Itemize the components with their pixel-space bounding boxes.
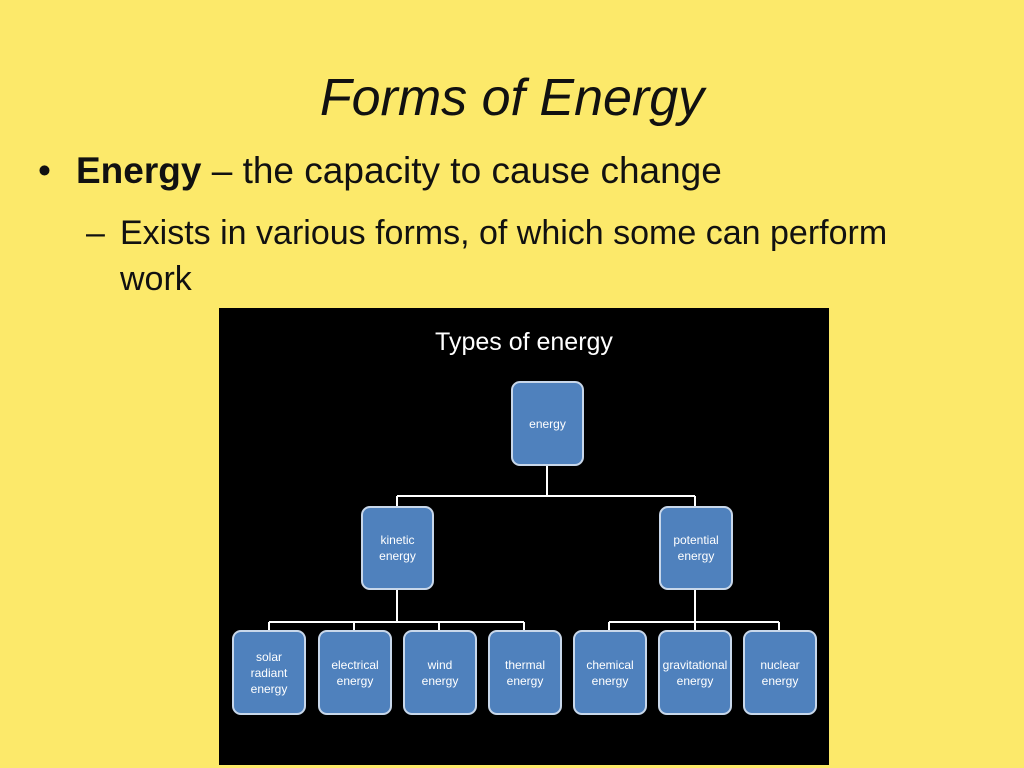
node-chemical-energy: chemical energy	[573, 630, 647, 715]
sub-bullet: – Exists in various forms, of which some…	[86, 210, 966, 302]
diagram-title: Types of energy	[435, 328, 613, 356]
node-electrical-energy: electrical energy	[318, 630, 392, 715]
bullet-definition: – the capacity to cause change	[201, 150, 722, 191]
bullet-term: Energy	[76, 150, 202, 191]
bullet-dot: •	[38, 150, 51, 191]
bullet-energy-definition: • Energy – the capacity to cause change	[38, 148, 722, 194]
node-nuclear-energy: nuclear energy	[743, 630, 817, 715]
node-gravitational-energy: gravitational energy	[658, 630, 732, 715]
node-thermal-energy: thermal energy	[488, 630, 562, 715]
connector-lines	[268, 465, 780, 631]
slide-title: Forms of Energy	[319, 69, 705, 127]
sub-bullet-dash: –	[86, 214, 105, 252]
node-energy: energy	[511, 381, 584, 466]
sub-bullet-text: Exists in various forms, of which some c…	[120, 214, 888, 298]
node-solar-radiant-energy: solar radiant energy	[232, 630, 306, 715]
node-wind-energy: wind energy	[403, 630, 477, 715]
node-kinetic-energy: kinetic energy	[361, 506, 434, 590]
node-potential-energy: potential energy	[659, 506, 733, 590]
energy-types-diagram: Types of energy energy kinetic energy po…	[219, 308, 829, 765]
